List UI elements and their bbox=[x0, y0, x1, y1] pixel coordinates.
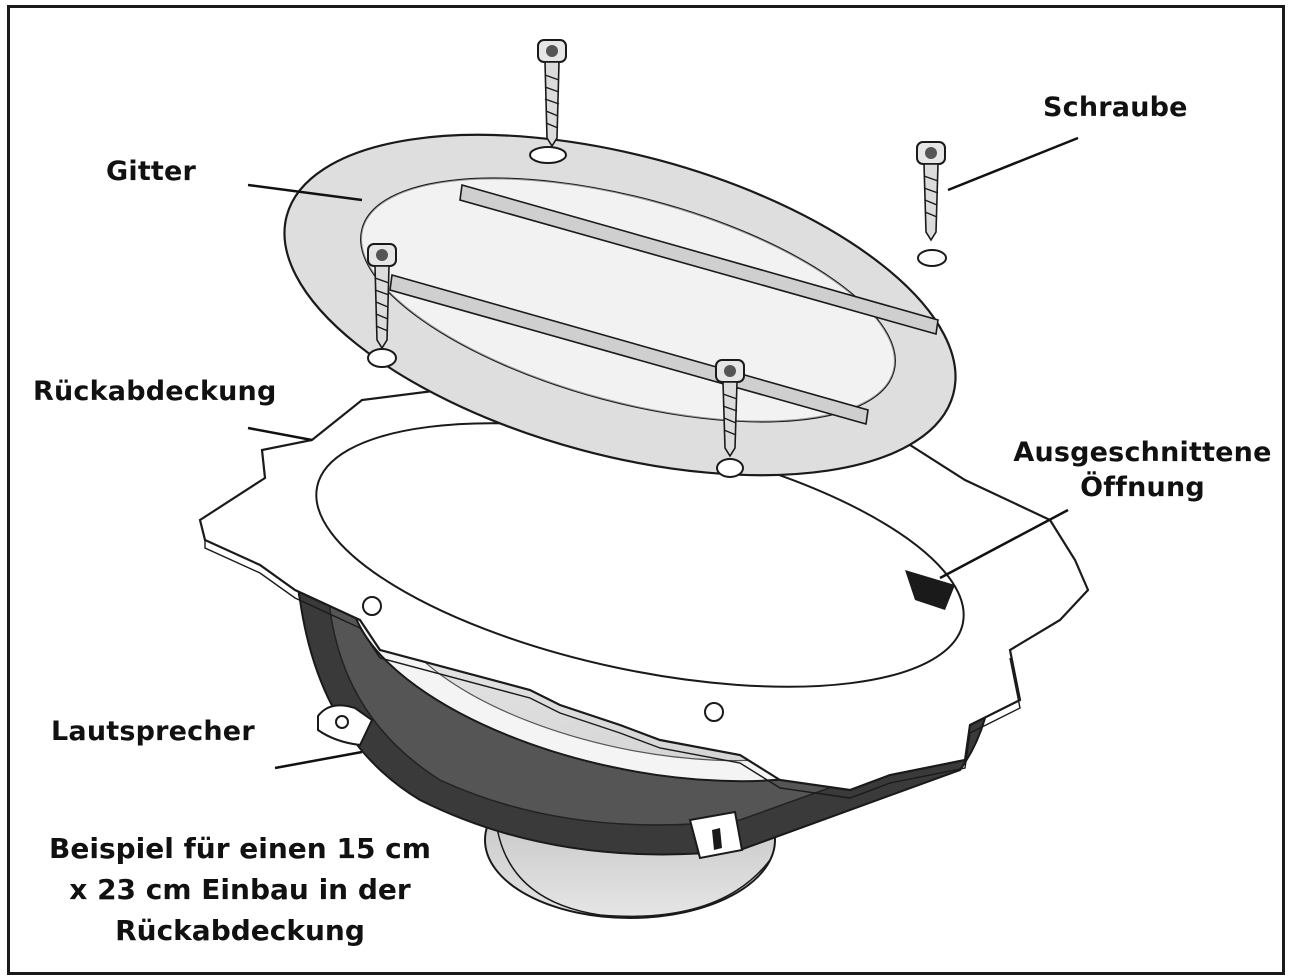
leader-schraube bbox=[947, 136, 1079, 192]
label-rueckabdeckung: Rückabdeckung bbox=[33, 376, 277, 407]
rear-deck-plate bbox=[198, 372, 1090, 799]
grille bbox=[283, 133, 957, 477]
leader-lautsprecher bbox=[274, 750, 363, 770]
screw-top bbox=[537, 39, 567, 148]
leader-gitter bbox=[247, 183, 363, 202]
leader-rueckabdeckung bbox=[247, 426, 313, 442]
screw-left bbox=[367, 243, 397, 368]
label-lautsprecher: Lautsprecher bbox=[51, 716, 255, 747]
caption-line-2: x 23 cm Einbau in der bbox=[69, 873, 411, 906]
label-ausgeschnittene-line1: Ausgeschnittene bbox=[1013, 437, 1272, 468]
caption-line-3: Rückabdeckung bbox=[115, 914, 365, 947]
label-ausgeschnittene-line2: Öffnung bbox=[1080, 472, 1205, 503]
leader-ausgeschnittene bbox=[939, 508, 1069, 580]
label-gitter: Gitter bbox=[106, 156, 197, 187]
label-schraube: Schraube bbox=[1043, 92, 1188, 123]
caption: Beispiel für einen 15 cm x 23 cm Einbau … bbox=[30, 828, 450, 951]
label-ausgeschnittene-oeffnung: Ausgeschnittene Öffnung bbox=[1010, 437, 1275, 503]
screw-bottom bbox=[715, 359, 745, 478]
screw-right bbox=[916, 141, 946, 242]
caption-line-1: Beispiel für einen 15 cm bbox=[49, 832, 431, 865]
